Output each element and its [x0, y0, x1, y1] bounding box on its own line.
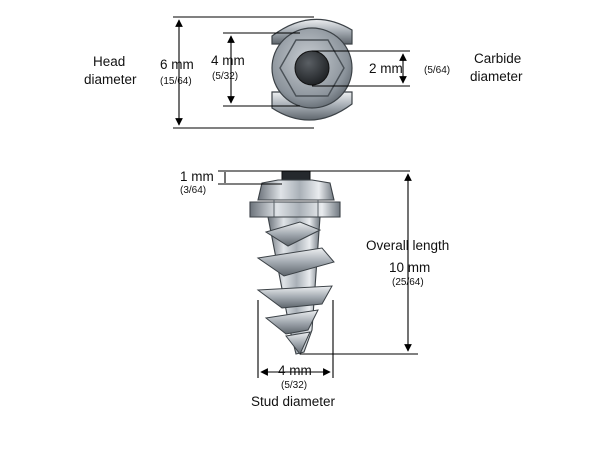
stud-diameter-imperial: (5/32) — [281, 380, 308, 391]
stud-diameter-label: Stud diameter — [251, 394, 336, 409]
overall-length-label: Overall length — [366, 238, 450, 253]
thread-3 — [256, 285, 333, 309]
stud-diameter-metric: 4 mm — [278, 363, 312, 378]
stud-top-view-image — [271, 18, 353, 121]
carbide-pin-top — [294, 50, 330, 86]
head-diameter-metric: 6 mm — [160, 57, 194, 72]
head-diameter-label-line1: Head — [93, 54, 126, 69]
stud-diameter-dimension — [257, 300, 334, 378]
protrusion-imperial: (3/64) — [180, 185, 207, 196]
hex-head-side — [257, 179, 335, 201]
overall-length-dimension — [300, 173, 418, 355]
thread-tip — [285, 331, 311, 355]
flange-side — [249, 201, 341, 218]
carbide-diameter-imperial: (5/64) — [424, 65, 451, 76]
protrusion-dimension — [218, 170, 410, 185]
stud-side-view-image — [249, 170, 341, 355]
head-diameter-dimension — [173, 16, 314, 129]
inner-diameter-metric: 4 mm — [211, 53, 245, 68]
carbide-diameter-label-line2: diameter — [470, 69, 523, 84]
overall-length-metric: 10 mm — [389, 260, 431, 275]
carbide-diameter-dimension — [312, 50, 410, 87]
head-diameter-label-line2: diameter — [84, 72, 137, 87]
hex-outline — [279, 39, 345, 97]
overall-length-imperial: (25/64) — [392, 277, 424, 288]
carbide-diameter-label-line1: Carbide — [474, 51, 522, 66]
inner-diameter-imperial: (5/32) — [212, 71, 239, 82]
inner-diameter-dimension — [223, 32, 300, 107]
thread-1 — [264, 221, 322, 247]
carbide-diameter-metric: 2 mm — [369, 61, 403, 76]
thread-2 — [256, 247, 335, 277]
head-diameter-imperial: (15/64) — [160, 76, 192, 87]
thread-4 — [264, 309, 319, 335]
protrusion-metric: 1 mm — [180, 169, 214, 184]
